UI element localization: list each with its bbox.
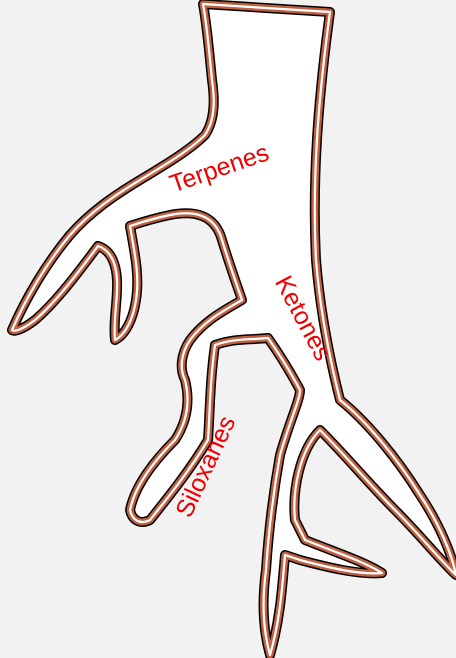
branching-tree-diagram: Terpenes Ketones Siloxanes xyxy=(0,0,456,658)
tree-svg: Terpenes Ketones Siloxanes xyxy=(0,0,456,658)
